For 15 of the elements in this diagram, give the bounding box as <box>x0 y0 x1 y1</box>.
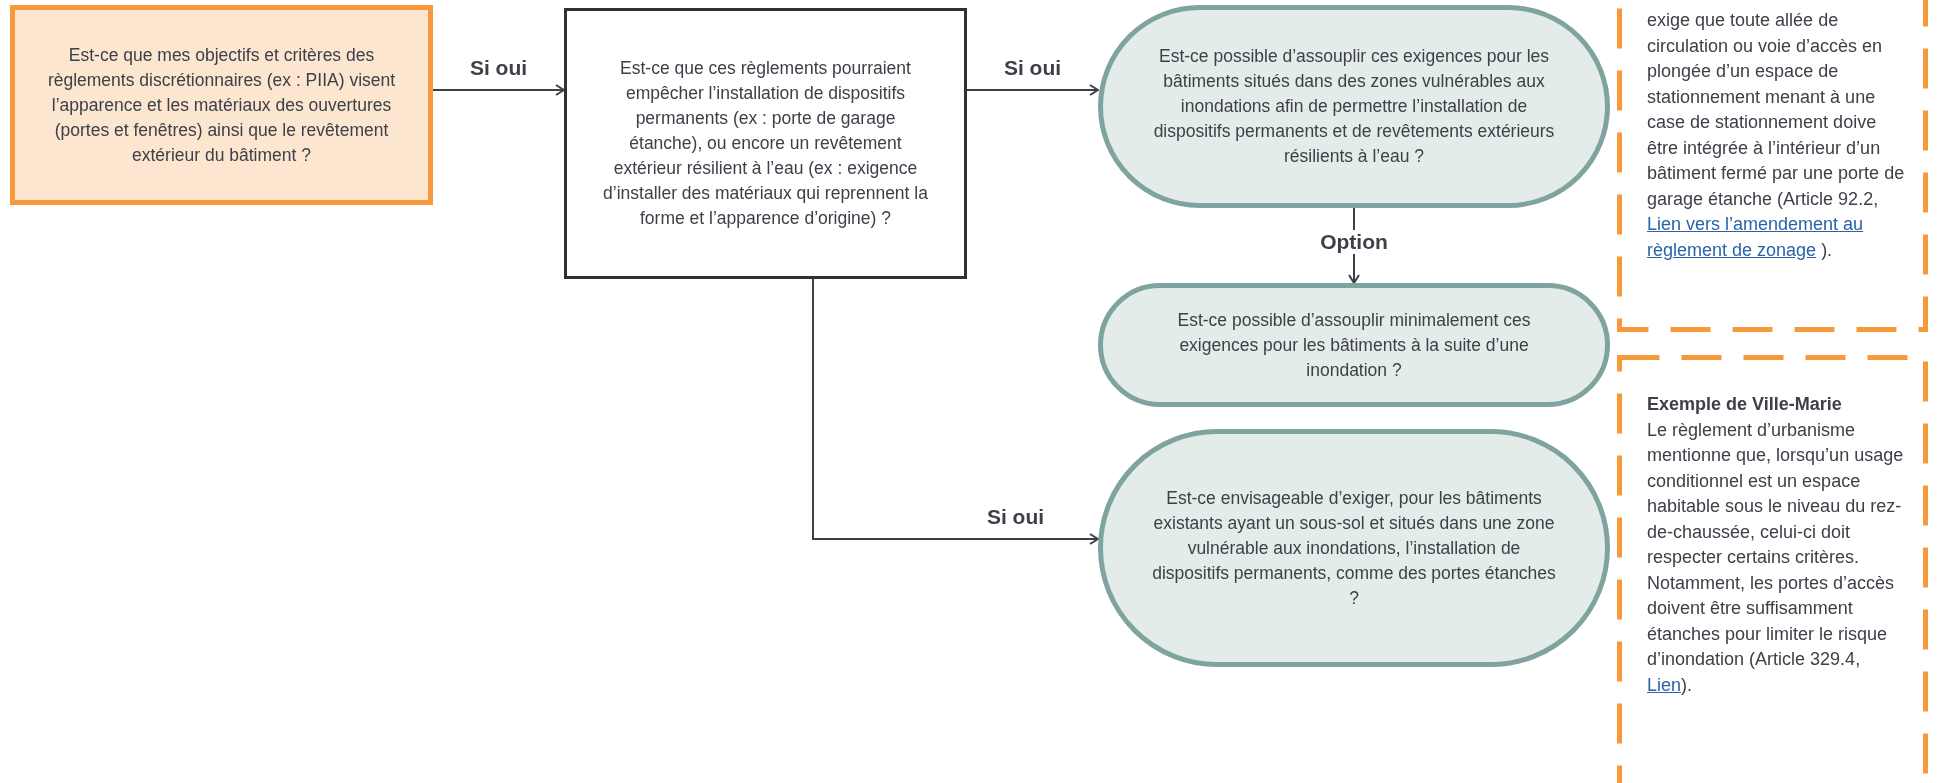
arrow <box>812 278 1099 545</box>
question-text: Est-ce possible d’assouplir ces exigences pour les bâtiments situés dans des zones vulnérables aux inondations afin de permettre l’installation de dispositifs permanents et de revêtements extérieurs résilients à l’eau ? <box>1152 45 1556 168</box>
question-text: Est-ce envisageable d’exiger, pour les bâtiments existants ayant un sous-sol et situés dans une zone vulnérable aux inondations, l’installation de dispositifs permanents, comme des portes étanches ? <box>1151 486 1557 610</box>
example-callout <box>1617 355 1928 783</box>
example-callout <box>1617 0 1928 332</box>
example-heading: Exemple de Ville-Marie <box>1647 393 1842 416</box>
question-text: Est-ce que mes objectifs et critères des règlements discrétionnaires (ex : PIIA) visent l’apparence et les matériaux des ouvertures (portes et fenêtres) ainsi que le revêtement extérieur du bâtiment ? <box>46 43 397 167</box>
question-box <box>564 8 967 279</box>
arrow <box>966 84 1099 96</box>
question-text: Est-ce que ces règlements pourraient empêcher l’installation de dispositifs permanents (ex : porte de garage étanche), ou encore un revêtement extérieur résilient à l’eau (ex : exigence d’installer des matériaux qui reprennent la forme et l’apparence d’origine) ? <box>602 57 929 230</box>
question-text: Est-ce possible d’assouplir minimalement ces exigences pour les bâtiments à la suite d’une inondation ? <box>1176 308 1532 382</box>
arrow <box>432 84 565 96</box>
link: Lien <box>1647 674 1682 695</box>
question-box <box>10 5 433 205</box>
example-text: Le règlement d’urbanisme mentionne que, lorsqu’un usage conditionnel est un espace habitable sous le niveau du rez-de-chaussée, celui-ci doit respecter certains critères. Notamment, les portes d’accès doivent être suffisamment étanches pour limiter le risque d’inondation (Article 329.4, Lien). <box>1647 418 1905 697</box>
